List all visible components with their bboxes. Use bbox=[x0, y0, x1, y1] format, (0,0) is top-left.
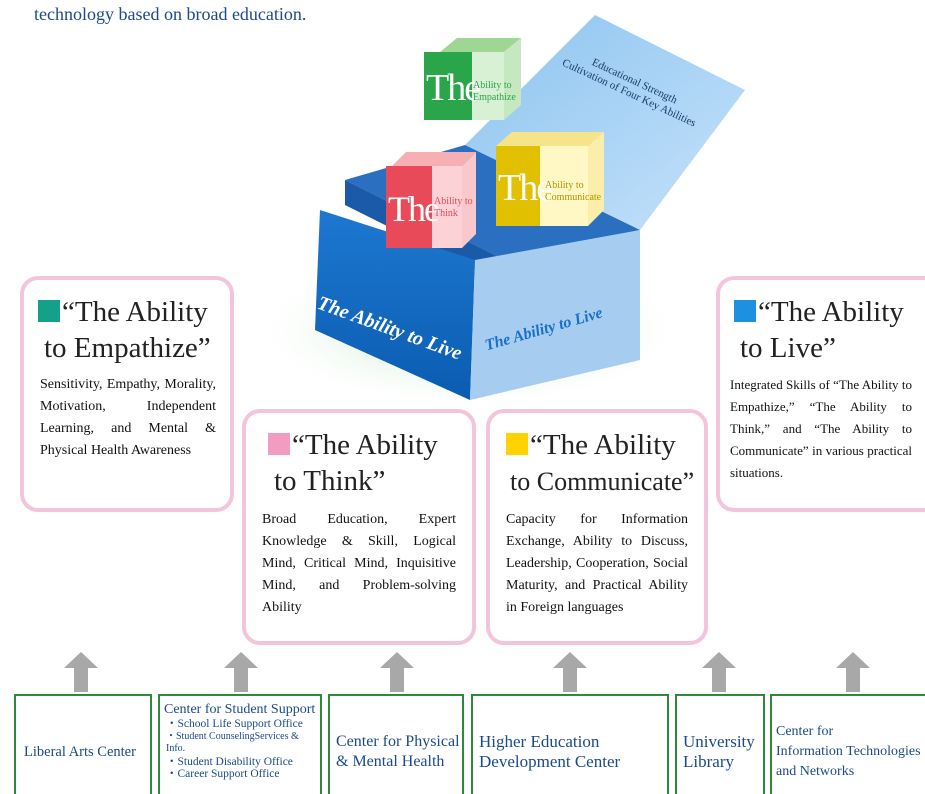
center-it-line-1: Center for bbox=[776, 724, 834, 739]
cube-think bbox=[386, 152, 476, 248]
center-library-line-2: Library bbox=[683, 752, 734, 771]
center-liberal-arts-label: Liberal Arts Center bbox=[24, 744, 136, 760]
cube-communicate-the: The bbox=[498, 167, 553, 209]
cube-empathize-the: The bbox=[426, 67, 481, 109]
center-it-line-2: Information Technologies bbox=[776, 744, 921, 759]
card-empathize-title: “The Ability to Empathize” bbox=[38, 294, 211, 366]
box-side bbox=[470, 230, 640, 400]
card-communicate: “The Ability to Communicate” Capacity fo… bbox=[486, 409, 708, 645]
card-think: “The Ability to Think” Broad Education, … bbox=[242, 409, 476, 645]
card-live: “The Ability to Live” Integrated Skills … bbox=[716, 276, 925, 512]
cube-communicate-label-2: Communicate bbox=[545, 192, 602, 203]
card-communicate-title-2: to Communicate” bbox=[510, 467, 695, 496]
cube-think-label: Ability to Think bbox=[434, 196, 473, 220]
card-empathize-title-1: “The Ability bbox=[62, 296, 208, 328]
up-arrow-icon bbox=[380, 652, 414, 692]
card-communicate-title: “The Ability to Communicate” bbox=[506, 427, 694, 500]
center-student-support: Center for Student Support ・School Life … bbox=[158, 694, 322, 794]
up-arrow-icon bbox=[553, 652, 587, 692]
center-higher-education-line-2: Development Center bbox=[479, 752, 621, 771]
card-live-title-2: to Live” bbox=[740, 332, 836, 364]
center-information-technologies: Center for Information Technologies and … bbox=[770, 694, 925, 794]
up-arrow-icon bbox=[836, 652, 870, 692]
cube-think-label-2: Think bbox=[434, 208, 458, 219]
cube-think-the: The bbox=[388, 189, 440, 229]
center-physical-mental-line-2: & Mental Health bbox=[336, 753, 445, 770]
center-physical-mental-line-1: Center for Physical bbox=[336, 733, 460, 750]
cube-empathize-label-2: Empathize bbox=[473, 92, 516, 103]
center-physical-mental: Center for Physical & Mental Health bbox=[328, 694, 464, 794]
card-think-title: “The Ability to Think” bbox=[268, 427, 438, 499]
center-library-line-1: University bbox=[683, 732, 755, 751]
student-support-item: ・Student Disability Office bbox=[166, 755, 293, 768]
card-live-body: Integrated Skills of “The Ability to Emp… bbox=[730, 377, 912, 480]
up-arrow-icon bbox=[224, 652, 258, 692]
cube-empathize bbox=[424, 38, 521, 120]
cube-think-label-1: Ability to bbox=[434, 196, 473, 207]
card-communicate-title-1: “The Ability bbox=[530, 429, 676, 461]
cube-communicate-label: Ability to Communicate bbox=[545, 180, 601, 204]
cube-empathize-label: Ability to Empathize bbox=[473, 80, 516, 104]
blue-square-icon bbox=[734, 300, 756, 323]
cube-communicate bbox=[496, 132, 604, 226]
card-communicate-body: Capacity for Information Exchange, Abili… bbox=[506, 512, 688, 615]
card-think-title-2: to Think” bbox=[274, 465, 386, 497]
center-it-line-3: and Networks bbox=[776, 764, 855, 779]
card-live-title-1: “The Ability bbox=[758, 296, 904, 328]
card-think-title-1: “The Ability bbox=[292, 429, 438, 461]
cube-empathize-label-1: Ability to bbox=[473, 80, 512, 91]
student-support-item: ・School Life Support Office bbox=[166, 718, 303, 730]
center-higher-education: Higher Education Development Center bbox=[471, 694, 669, 794]
yellow-square-icon bbox=[506, 433, 528, 456]
up-arrow-icon bbox=[702, 652, 736, 692]
center-library: University Library bbox=[675, 694, 765, 794]
card-empathize: “The Ability to Empathize” Sensitivity, … bbox=[20, 276, 234, 512]
card-empathize-title-2: to Empathize” bbox=[44, 332, 211, 364]
pink-square-icon bbox=[268, 433, 290, 456]
up-arrow-icon bbox=[64, 652, 98, 692]
center-higher-education-line-1: Higher Education bbox=[479, 732, 600, 751]
card-empathize-body: Sensitivity, Empathy, Morality, Motivati… bbox=[40, 377, 216, 458]
card-live-title: “The Ability to Live” bbox=[734, 294, 904, 366]
box-front bbox=[315, 210, 475, 400]
student-support-item: ・Career Support Office bbox=[166, 768, 280, 780]
intro-text: technology based on broad education. bbox=[34, 4, 307, 24]
center-liberal-arts: Liberal Arts Center bbox=[14, 694, 152, 794]
cube-communicate-label-1: Ability to bbox=[545, 180, 584, 191]
center-student-support-title: Center for Student Support bbox=[164, 702, 316, 717]
card-think-body: Broad Education, Expert Knowledge & Skil… bbox=[262, 512, 456, 615]
teal-square-icon bbox=[38, 300, 60, 323]
student-support-item: ・Student CounselingServices & Info. bbox=[166, 730, 299, 755]
